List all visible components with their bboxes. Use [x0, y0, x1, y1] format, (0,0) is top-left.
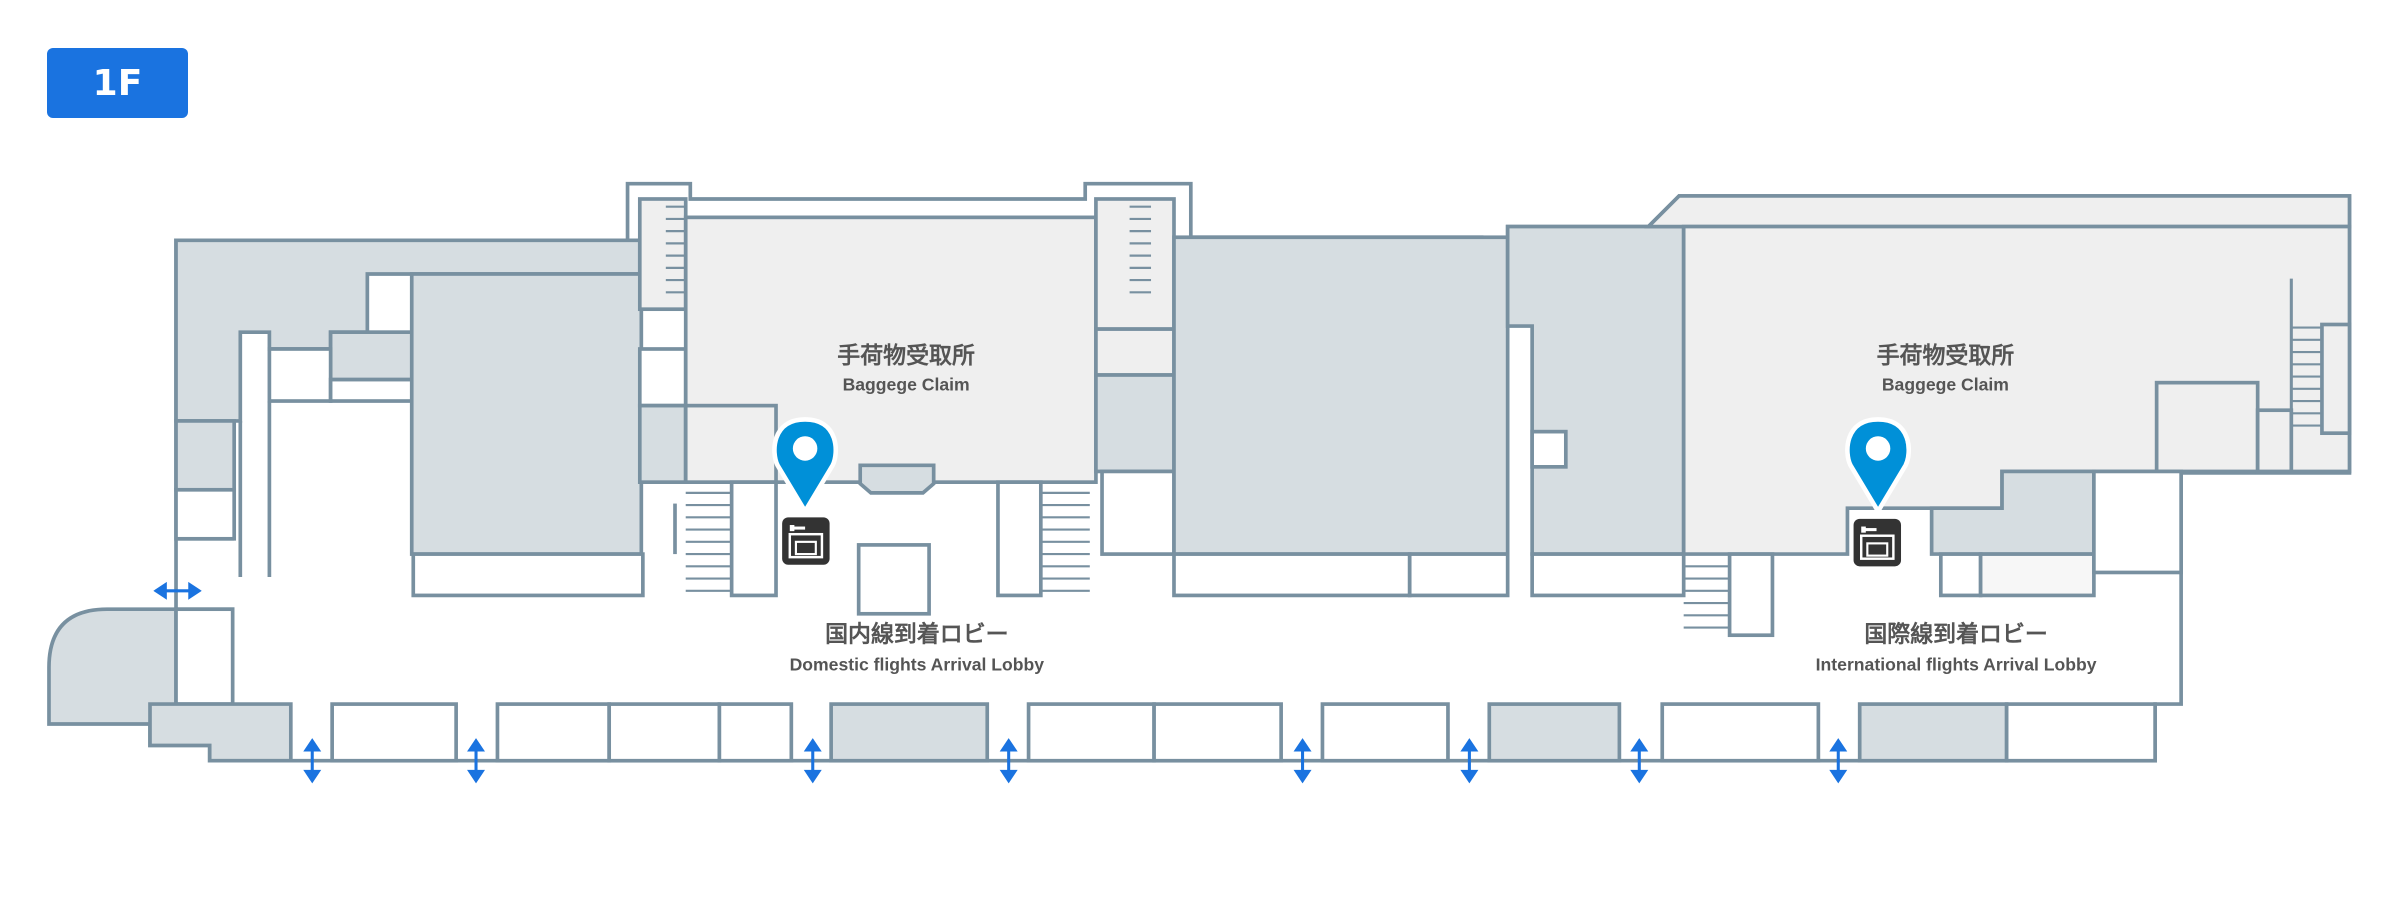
room-left-large [409, 272, 644, 556]
coin-locker-icon[interactable] [1852, 517, 1903, 568]
room [328, 377, 416, 403]
room [856, 543, 931, 616]
area-label-jp: 手荷物受取所 [837, 342, 975, 369]
room [328, 330, 416, 382]
room [148, 702, 293, 763]
horizontal-arrow-icon [153, 581, 202, 600]
area-label-jp: 国内線到着ロビー [825, 620, 1009, 647]
area-label-en: Baggege Claim [1882, 374, 2009, 394]
entrance-arrow-icon [803, 738, 822, 784]
escalator-stairs [685, 491, 1090, 592]
entrance-arrow-icon [303, 738, 322, 784]
entrance-arrow-icon [999, 738, 1018, 784]
room [174, 487, 237, 541]
room-center-large [1172, 235, 1510, 556]
floor-level-badge[interactable]: 1F [47, 48, 188, 118]
carousel [858, 463, 936, 495]
entrance-arrow-icon [1460, 738, 1479, 784]
entrance-arrow-icon [1293, 738, 1312, 784]
entrance-arrow-icon [1829, 738, 1848, 784]
bottom-rooms [330, 702, 2157, 763]
room [174, 607, 235, 706]
room [174, 419, 237, 492]
area-label-jp: 手荷物受取所 [1877, 342, 2015, 369]
room [411, 552, 645, 598]
room-rounded-corner [47, 607, 178, 726]
coin-locker-icon[interactable] [780, 516, 831, 567]
area-label-jp: 国際線到着ロビー [1864, 620, 2048, 647]
entrance-arrow-icon [1630, 738, 1649, 784]
stairs-upper-left [637, 197, 688, 312]
room [267, 347, 333, 403]
area-label-en: International flights Arrival Lobby [1816, 654, 2097, 674]
entrance-arrow-icon [467, 738, 486, 784]
entrance-arrows [153, 581, 1848, 784]
area-label-en: Domestic flights Arrival Lobby [790, 654, 1045, 674]
area-label-en: Baggege Claim [843, 374, 970, 394]
